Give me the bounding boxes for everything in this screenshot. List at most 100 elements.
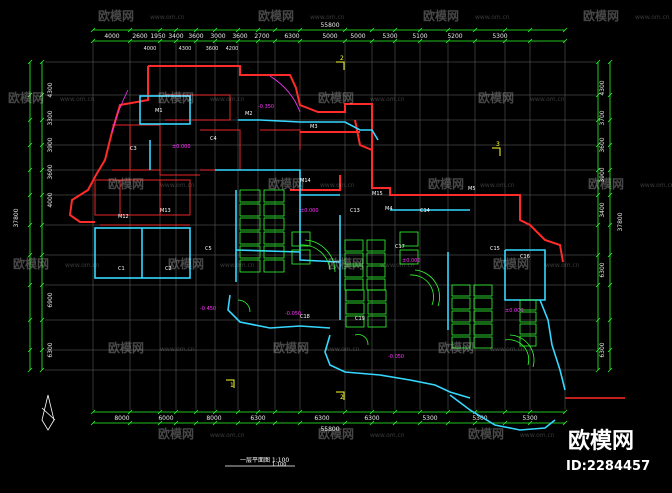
dim-tick	[445, 38, 451, 44]
watermark-domain: www.om.cn	[480, 182, 515, 189]
dim-tick	[607, 167, 613, 173]
desk	[519, 299, 537, 311]
dim-tick	[212, 420, 218, 426]
desk	[263, 203, 285, 217]
desk	[345, 289, 365, 302]
dim-tick	[527, 420, 533, 426]
watermark-domain: www.om.cn	[60, 96, 95, 103]
dim-tick	[297, 27, 303, 33]
level-label-1: ±0.000	[172, 144, 191, 150]
room-label: M4	[385, 206, 393, 212]
dim-tick	[562, 27, 568, 33]
watermark-brand: 欧模网	[108, 340, 144, 355]
dimension-lines	[29, 29, 611, 424]
desk	[519, 335, 537, 347]
dim-tick	[272, 38, 278, 44]
dim-tick	[27, 92, 33, 98]
watermark-brand: 欧模网	[158, 90, 194, 105]
watermark-brand: 欧模网	[588, 176, 624, 191]
dim-tick	[342, 409, 348, 415]
desk	[263, 231, 285, 245]
level-label-5: -0.050	[285, 311, 301, 317]
watermark-brand: 欧模网	[583, 8, 619, 23]
level-label-4: ±0.000	[402, 258, 421, 264]
dim-tick	[502, 38, 508, 44]
axis-mark-3: 2	[340, 394, 344, 401]
desk	[345, 302, 365, 315]
dim-tick	[127, 409, 133, 415]
desk	[473, 284, 493, 297]
desk	[239, 245, 261, 259]
dim-tick	[417, 38, 423, 44]
dim-tick	[342, 38, 348, 44]
desk	[291, 249, 311, 265]
dim-tick	[173, 38, 179, 44]
dim-tick	[595, 367, 601, 373]
dim-tick	[417, 27, 423, 33]
dim-tick	[369, 420, 375, 426]
dim-tick	[235, 27, 241, 33]
dim-tick	[472, 409, 478, 415]
watermark-domain: www.om.cn	[210, 96, 245, 103]
watermark-brand: 欧模网	[273, 340, 309, 355]
dim-tick	[255, 409, 261, 415]
top-dimension-label: 6300	[284, 33, 299, 40]
bottom-dimension-label: 8000	[206, 415, 221, 422]
dim-tick	[127, 420, 133, 426]
dim-tick	[527, 38, 533, 44]
dim-tick	[392, 38, 398, 44]
desk	[345, 315, 365, 328]
room-label: C16	[520, 254, 530, 260]
dim-tick	[562, 420, 568, 426]
left-total-dimension: 37800	[13, 208, 20, 227]
room-label: C4	[210, 136, 217, 142]
dim-tick	[595, 92, 601, 98]
top-dimension-label: 5300	[382, 33, 397, 40]
level-label-8: -0.350	[258, 104, 274, 110]
watermark-domain: www.om.cn	[520, 432, 555, 439]
brand-badge: 欧模网 ID:2284457	[566, 428, 650, 474]
room-label: M1	[155, 108, 163, 114]
dim-tick	[90, 27, 96, 33]
room-label: M3	[310, 124, 318, 130]
top-dimension-label: 2600	[132, 33, 147, 40]
badge-id-text: ID:2284457	[566, 459, 650, 474]
dim-tick	[502, 420, 508, 426]
dim-tick	[445, 420, 451, 426]
drawing-title: 一层平面图 1:100	[240, 457, 289, 464]
top-sub-dimension-label: 3600	[206, 46, 219, 52]
right-dimension-label: 3900	[599, 167, 606, 182]
dim-tick	[502, 27, 508, 33]
room-label: M14	[300, 178, 311, 184]
top-sub-dimension-label: 4300	[179, 46, 192, 52]
watermark-domain: www.om.cn	[370, 432, 405, 439]
room-label: C5	[205, 246, 212, 252]
watermark-domain: www.om.cn	[325, 346, 360, 353]
watermark-domain: www.om.cn	[545, 262, 580, 269]
dim-tick	[417, 420, 423, 426]
room-label: C15	[490, 246, 500, 252]
desk	[367, 289, 387, 302]
dim-tick	[607, 252, 613, 258]
dim-tick	[27, 222, 33, 228]
desk	[239, 203, 261, 217]
room-label: 1:100	[272, 462, 286, 468]
dim-tick	[127, 27, 133, 33]
left-dimension-label: 3300	[47, 110, 54, 125]
top-dimension-label: 5200	[447, 33, 462, 40]
right-dimension-label: 6300	[599, 262, 606, 277]
dim-tick	[595, 59, 601, 65]
desk	[344, 252, 364, 265]
room-label: C14	[420, 208, 430, 214]
left-dimension-label: 4300	[47, 82, 54, 97]
dim-tick	[39, 59, 45, 65]
dim-tick	[342, 27, 348, 33]
dim-tick	[297, 420, 303, 426]
dim-tick	[595, 142, 601, 148]
desk	[239, 189, 261, 203]
watermark-domain: www.om.cn	[380, 262, 415, 269]
dim-tick	[595, 192, 601, 198]
room-label: M12	[118, 214, 129, 220]
